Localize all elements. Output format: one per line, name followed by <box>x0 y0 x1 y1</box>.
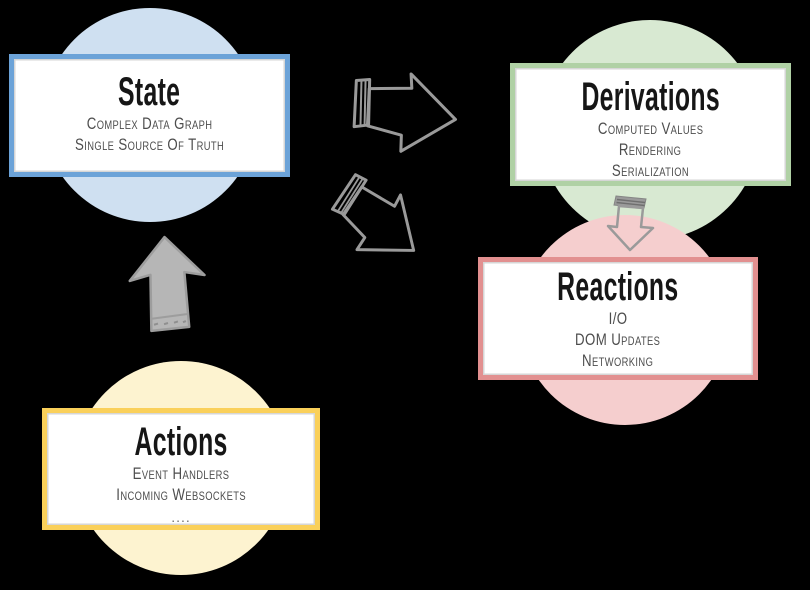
state-subtitle: Single Source Of Truth <box>74 135 225 154</box>
reactions-subtitle: I/O <box>608 309 628 328</box>
derivations-subtitle: Computed Values <box>597 119 704 138</box>
reactions-subtitle: Networking <box>582 351 654 370</box>
derivations-title: Derivations <box>581 75 720 119</box>
reactions-box: Reactions I/O DOM Updates Networking <box>478 257 758 380</box>
state-subtitle: Complex Data Graph <box>86 114 213 133</box>
derivations-box: Derivations Computed Values Rendering Se… <box>510 63 791 186</box>
derivations-subtitle: Serialization <box>611 161 690 180</box>
actions-ellipsis: .... <box>171 509 191 525</box>
actions-box: Actions Event Handlers Incoming Websocke… <box>42 408 320 530</box>
actions-subtitle: Incoming Websockets <box>116 485 246 504</box>
state-title: State <box>118 70 181 114</box>
actions-circle <box>74 361 288 575</box>
reactions-title: Reactions <box>557 265 679 309</box>
state-circle <box>43 8 257 222</box>
arrow-derivations-to-reactions-icon <box>606 195 655 252</box>
arrow-state-to-derivations-icon <box>352 72 457 153</box>
state-box: State Complex Data Graph Single Source O… <box>9 54 290 177</box>
actions-subtitle: Event Handlers <box>132 464 230 483</box>
actions-title: Actions <box>134 420 228 464</box>
reactions-subtitle: DOM Updates <box>575 330 661 349</box>
arrow-actions-to-state-icon <box>128 235 206 333</box>
arrow-state-to-reactions-icon <box>330 173 416 252</box>
derivations-subtitle: Rendering <box>619 140 682 159</box>
